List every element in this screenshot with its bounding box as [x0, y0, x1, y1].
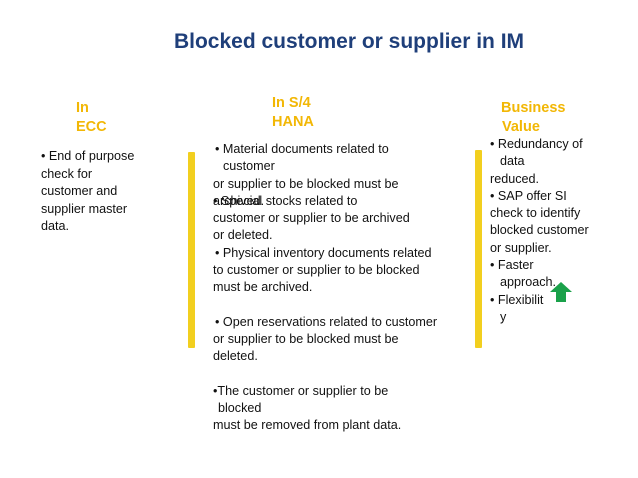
s4-heading-line-1: In S/4 — [272, 95, 311, 111]
business-line: check to identify — [490, 206, 581, 221]
business-line: • SAP offer SI — [490, 188, 567, 203]
business-line: data — [500, 154, 525, 169]
s4-line: customer — [223, 159, 275, 174]
business-line: or supplier. — [490, 240, 552, 255]
page-title: Blocked customer or supplier in IM — [173, 30, 525, 53]
s4-line: or supplier to be blocked must be — [213, 331, 399, 346]
divider-bar-left — [188, 152, 195, 348]
s4-line: to customer or supplier to be blocked — [213, 263, 420, 278]
business-heading-line-1: Business — [501, 100, 566, 116]
divider-bar-right — [475, 150, 482, 348]
s4-line: •The customer or supplier to be — [213, 383, 389, 398]
s4-line: deleted. — [213, 349, 258, 364]
ecc-line: check for — [41, 166, 93, 181]
s4-line: must be removed from plant data. — [213, 418, 402, 433]
s4-line-overlap: • Special stocks related to — [213, 193, 358, 208]
s4-heading-line-2: HANA — [272, 114, 314, 130]
business-line: • Flexibilit — [490, 292, 544, 307]
s4-line: or supplier to be blocked must be — [213, 176, 399, 191]
ecc-heading: In ECC — [76, 99, 107, 137]
business-line: y — [500, 309, 507, 324]
business-heading: Business Value — [501, 99, 565, 137]
ecc-line: customer and — [41, 184, 118, 199]
business-column: • Redundancy of data reduced. • SAP offe… — [490, 136, 589, 326]
ecc-heading-line-2: ECC — [76, 119, 107, 135]
business-heading-line-2: Value — [502, 119, 540, 135]
ecc-line: data. — [41, 219, 70, 234]
s4-column: • Material documents related to customer… — [213, 141, 437, 434]
business-line: approach. — [500, 275, 557, 290]
s4-line: customer or supplier to be archived — [213, 211, 410, 226]
s4-line: • Open reservations related to customer — [215, 314, 438, 329]
business-line: • Faster — [490, 258, 534, 273]
s4-line: or deleted. — [213, 228, 273, 243]
ecc-line: supplier master — [41, 201, 128, 216]
up-arrow-icon — [550, 282, 572, 302]
s4-line: • Physical inventory documents related — [215, 245, 432, 260]
business-line: reduced. — [490, 171, 540, 186]
ecc-heading-line-1: In — [76, 100, 89, 116]
s4-heading: In S/4 HANA — [272, 94, 314, 132]
s4-line: • Material documents related to — [215, 142, 389, 156]
s4-line: blocked — [218, 400, 262, 415]
up-arrow-shape — [550, 282, 572, 302]
s4-line: archived. — [213, 193, 265, 208]
business-line: blocked customer — [490, 223, 589, 238]
ecc-line: • End of purpose — [41, 149, 135, 163]
s4-line: must be archived. — [213, 280, 313, 295]
business-line: • Redundancy of — [490, 137, 583, 151]
ecc-column: • End of purpose check for customer and … — [41, 148, 134, 236]
